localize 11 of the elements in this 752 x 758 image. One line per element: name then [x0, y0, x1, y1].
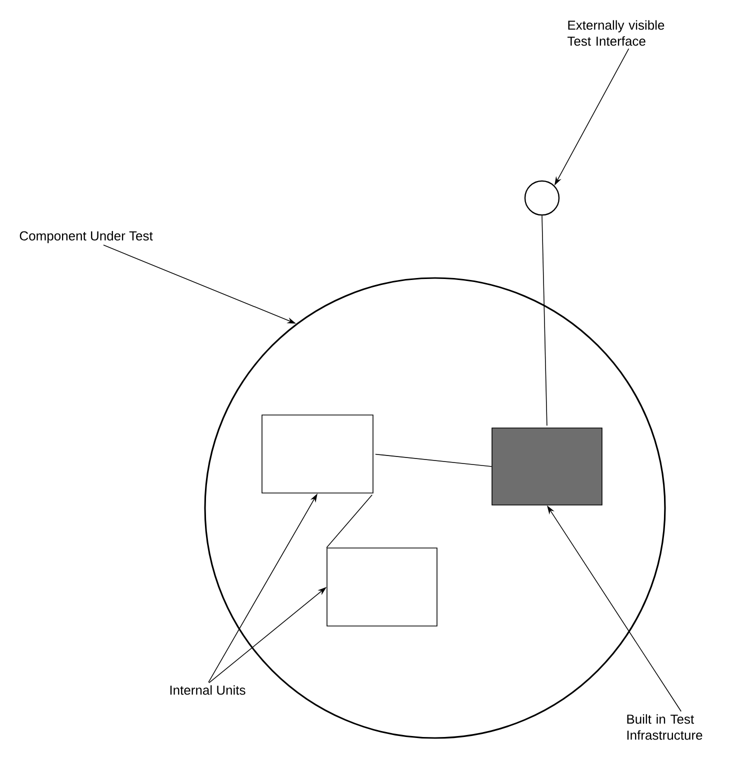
unit-box	[326, 548, 438, 626]
unit-box	[262, 414, 374, 494]
label-text: Internal Units	[170, 685, 246, 695]
interface-circle	[524, 180, 560, 216]
connector-line	[542, 215, 548, 426]
connector-line	[326, 494, 372, 548]
connector-line	[374, 454, 492, 467]
unit-box	[492, 428, 602, 506]
label-text: Externally visible Test Interface	[568, 20, 664, 46]
label-text: Built in Test Infrastructure	[627, 714, 702, 740]
label-text: Component Under Test	[20, 230, 153, 244]
